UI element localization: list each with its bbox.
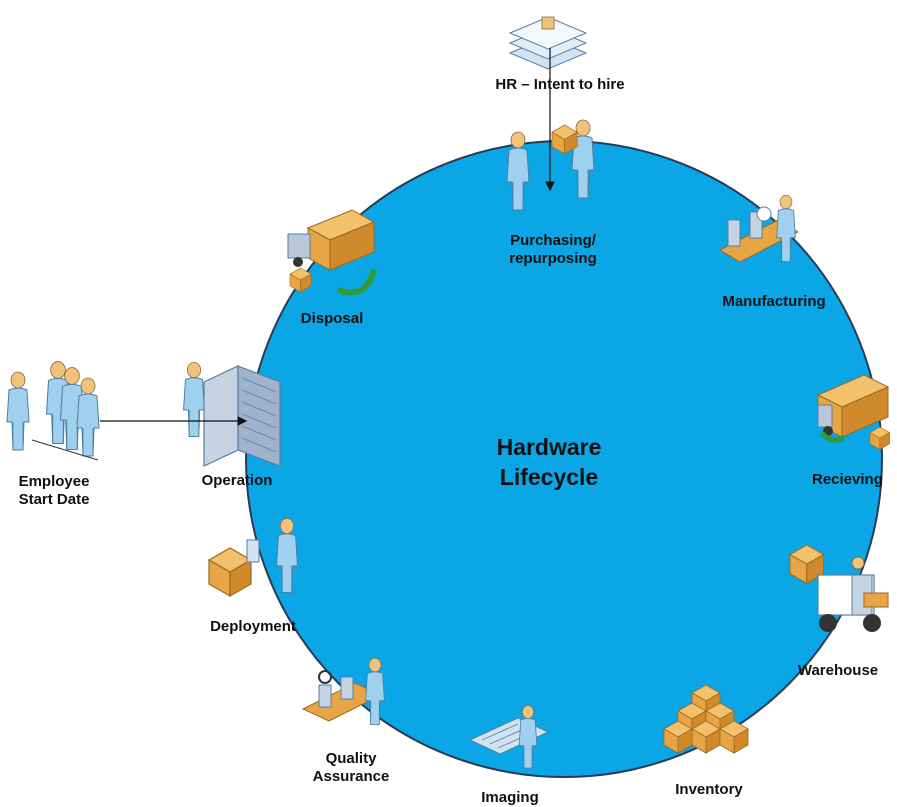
label-employee-start-date: Employee Start Date bbox=[0, 473, 108, 509]
open-box-icon bbox=[208, 517, 298, 597]
people-queue-icon bbox=[6, 361, 100, 461]
label-qa-line-2: Assurance bbox=[312, 768, 390, 785]
label-inventory: Inventory bbox=[675, 781, 743, 798]
documents-icon bbox=[508, 16, 588, 70]
label-qa-line-1: Quality bbox=[325, 750, 377, 767]
label-employee-line-1: Employee bbox=[18, 473, 90, 490]
blueprint-worker-icon bbox=[468, 705, 550, 769]
label-disposal: Disposal bbox=[300, 310, 364, 327]
delivery-truck-icon bbox=[816, 374, 890, 450]
diagram-title: Hardware Lifecycle bbox=[454, 432, 644, 492]
label-receiving: Recieving bbox=[812, 471, 883, 488]
inspection-icon bbox=[301, 657, 385, 725]
label-hr-intent-to-hire: HR – Intent to hire bbox=[495, 76, 625, 93]
label-quality-assurance: Quality Assurance bbox=[296, 750, 406, 786]
server-rack-icon bbox=[183, 361, 281, 467]
forklift-icon bbox=[789, 544, 889, 632]
disposal-truck-icon bbox=[287, 209, 377, 296]
label-purchasing-line-2: repurposing bbox=[509, 250, 597, 267]
label-employee-line-2: Start Date bbox=[18, 491, 90, 508]
label-manufacturing: Manufacturing bbox=[722, 293, 826, 310]
label-operation: Operation bbox=[201, 472, 273, 489]
diagram-title-line-2: Lifecycle bbox=[499, 464, 599, 490]
label-deployment: Deployment bbox=[210, 618, 296, 635]
diagram-title-line-1: Hardware bbox=[496, 434, 602, 460]
label-purchasing: Purchasing/ repurposing bbox=[488, 232, 618, 268]
label-warehouse: Warehouse bbox=[797, 662, 879, 679]
assembly-line-icon bbox=[718, 194, 800, 263]
label-imaging: Imaging bbox=[481, 789, 539, 806]
label-purchasing-line-1: Purchasing/ bbox=[510, 232, 596, 249]
